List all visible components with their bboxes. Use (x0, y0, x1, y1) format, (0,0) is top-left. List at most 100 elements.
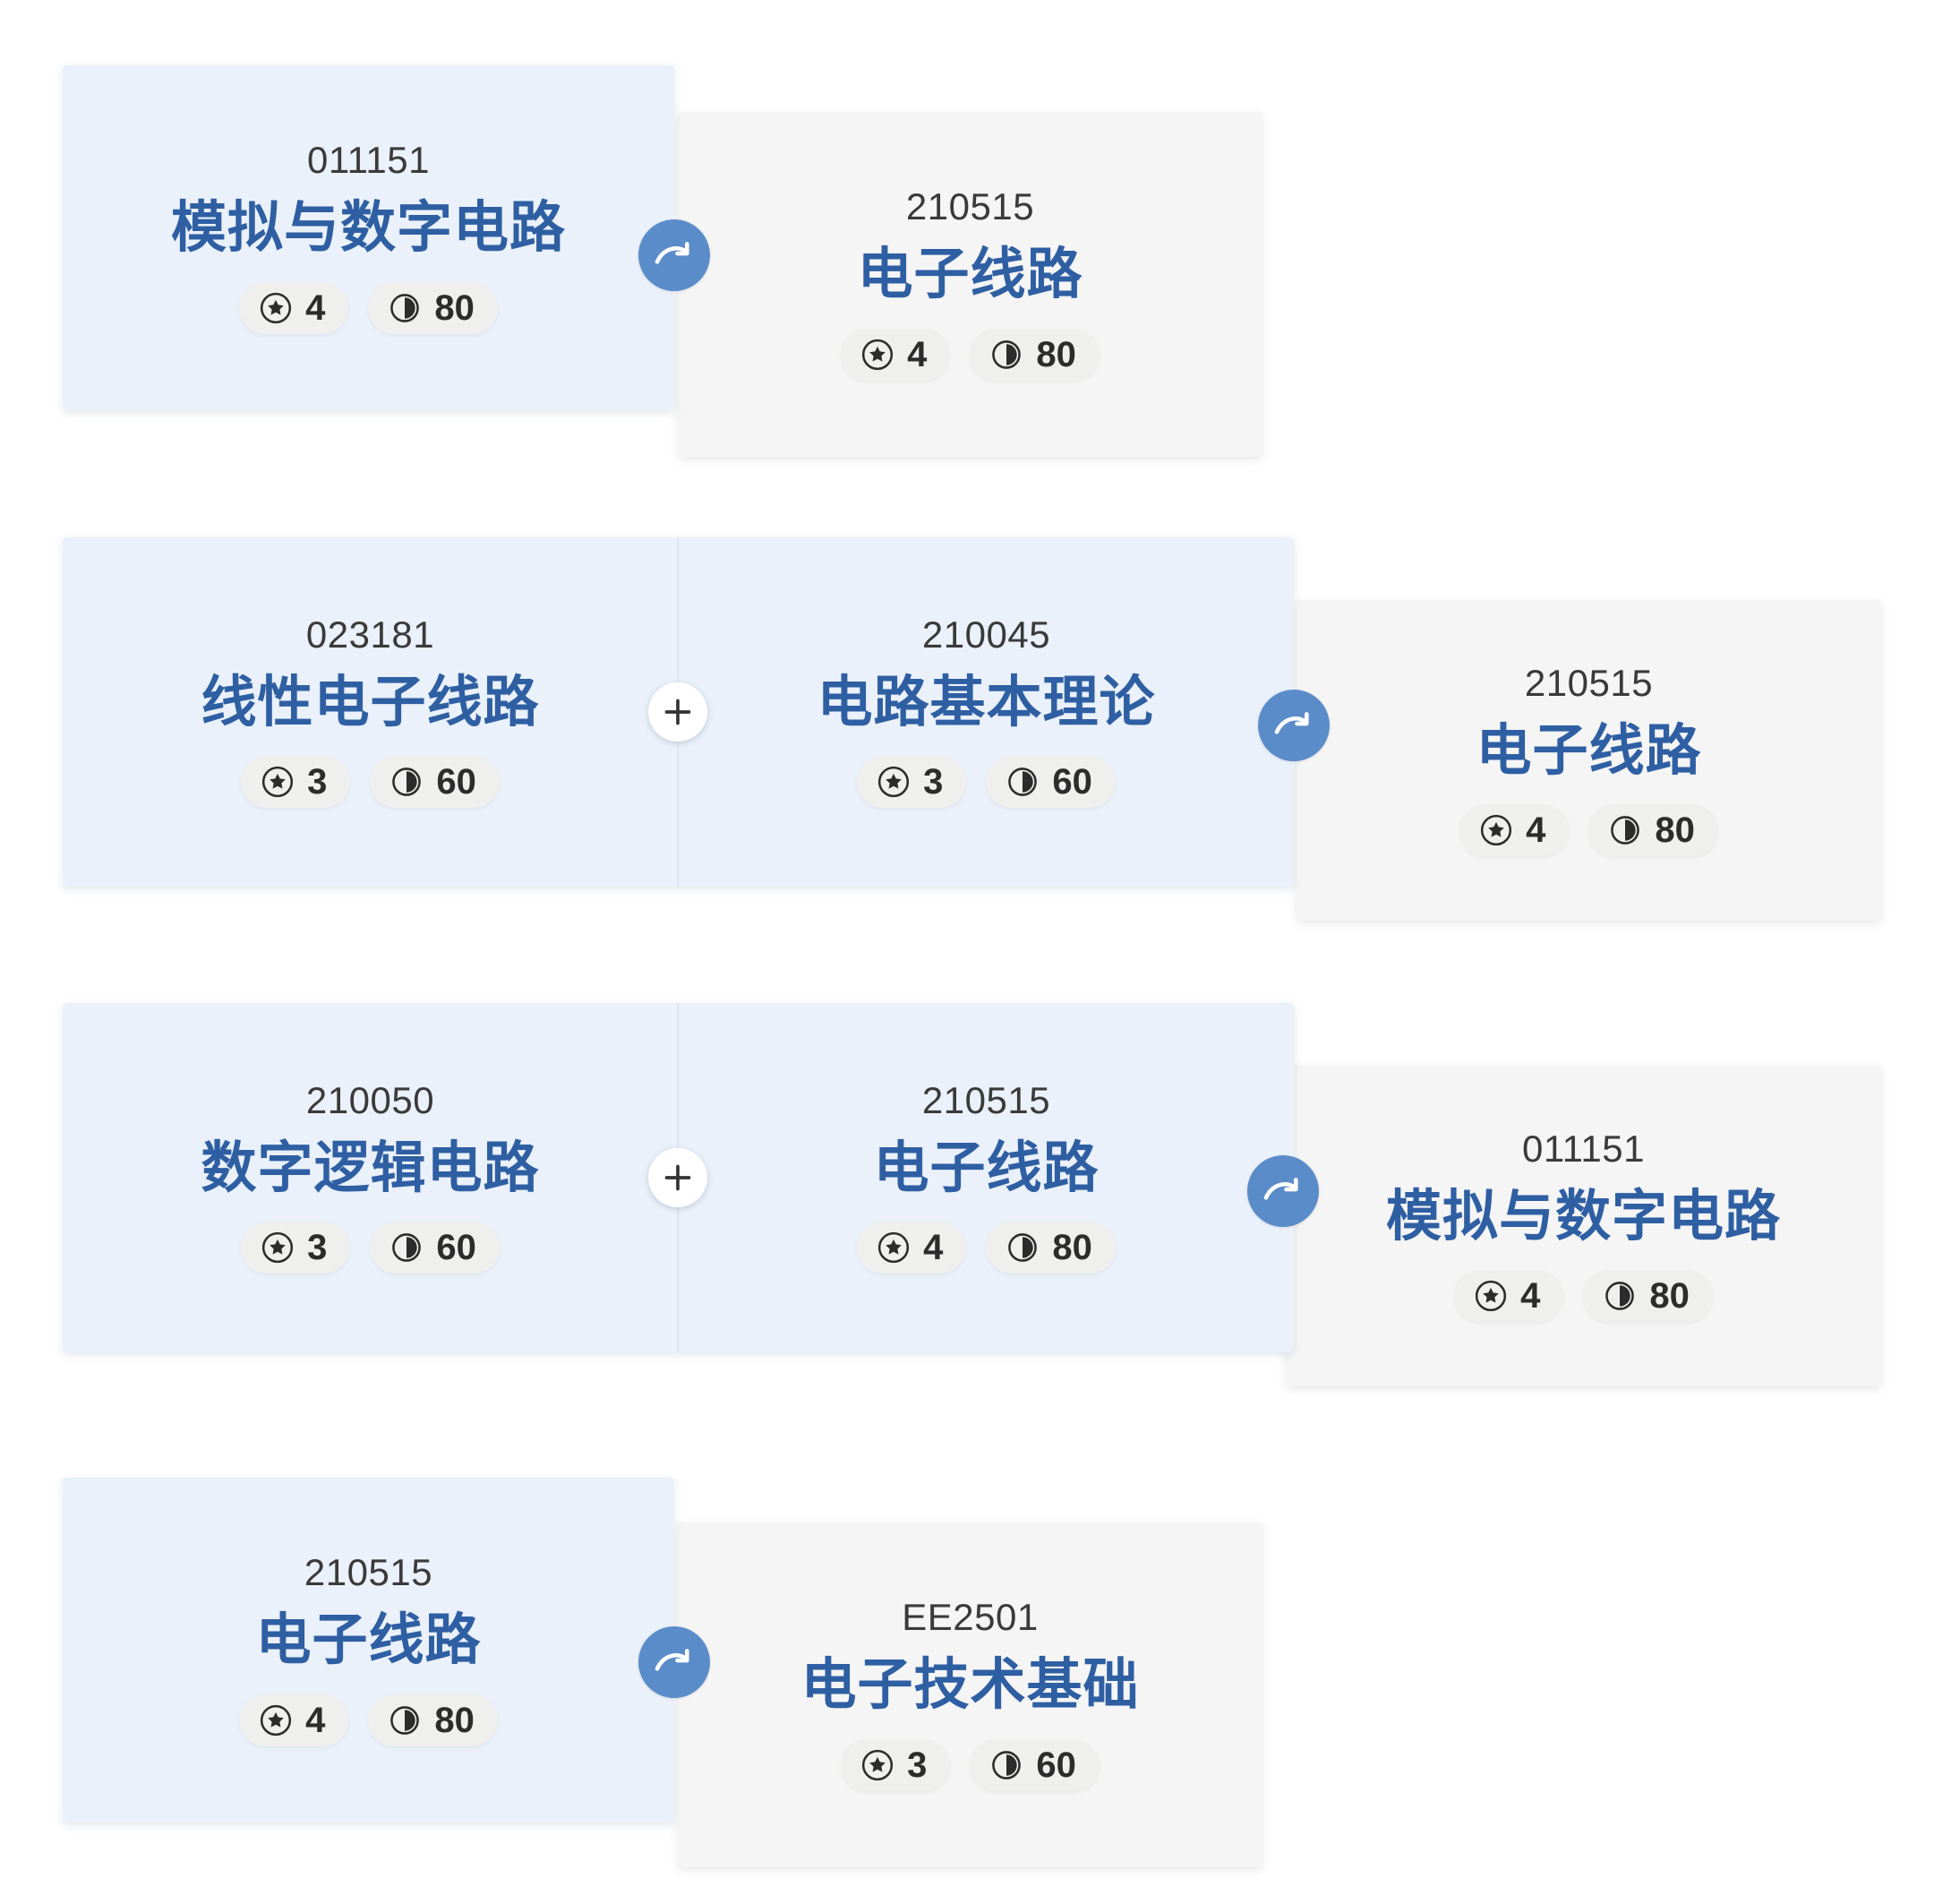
clock-pie-icon (992, 340, 1022, 369)
curved-arrow-right-icon (655, 242, 689, 264)
mapping-row-1: 011151 模拟与数字电路 4 80 (0, 54, 1934, 457)
star-in-circle-icon (862, 339, 894, 371)
course-badges: 4 80 (1459, 804, 1718, 857)
course-code: 210515 (1524, 661, 1654, 704)
hours-badge: 60 (986, 756, 1116, 809)
hours-value: 60 (436, 1228, 476, 1268)
plus-icon (664, 1164, 691, 1191)
hours-badge: 80 (986, 1222, 1116, 1274)
course-title: 电子线路 (1476, 719, 1702, 782)
target-course-card[interactable]: EE2501 电子技术基础 3 60 (678, 1522, 1262, 1867)
hours-badge: 60 (970, 1738, 1100, 1791)
target-course-card[interactable]: 011151 模拟与数字电路 4 80 (1286, 1066, 1881, 1386)
credits-value: 4 (1520, 1276, 1541, 1317)
clock-pie-icon (392, 1233, 422, 1263)
star-in-circle-icon (261, 1704, 292, 1737)
credits-value: 4 (305, 1700, 326, 1740)
hours-value: 60 (1036, 1745, 1076, 1785)
course-badges: 3 60 (241, 1222, 500, 1274)
star-in-circle-icon (262, 767, 294, 798)
course-code: 011151 (1522, 1127, 1645, 1170)
hours-value: 80 (1649, 1276, 1690, 1317)
mapping-row-4: 210515 电子线路 4 80 (0, 1478, 1934, 1867)
hours-badge: 60 (370, 1222, 500, 1274)
curved-arrow-right-icon (1263, 1178, 1298, 1200)
maps-to-arrow-button[interactable] (1247, 1155, 1319, 1227)
star-in-circle-icon (862, 1749, 894, 1781)
hours-badge: 60 (370, 756, 500, 809)
hours-badge: 80 (368, 1694, 498, 1746)
course-title: 电子技术基础 (800, 1654, 1140, 1717)
credits-badge: 4 (1459, 804, 1570, 857)
clock-pie-icon (1008, 1233, 1038, 1263)
plus-icon (664, 699, 691, 725)
clock-pie-icon (992, 1751, 1022, 1780)
course-title: 电子线路 (857, 244, 1083, 306)
clock-pie-icon (390, 1706, 420, 1735)
course-badges: 4 80 (239, 281, 498, 334)
target-course-card[interactable]: 210515 电子线路 4 80 (678, 112, 1262, 457)
credits-badge: 3 (241, 1222, 351, 1274)
hours-badge: 80 (970, 328, 1100, 381)
credits-badge: 4 (1454, 1270, 1564, 1323)
credits-value: 3 (923, 762, 944, 802)
course-title: 模拟与数字电路 (1385, 1185, 1781, 1248)
clock-pie-icon (390, 294, 420, 322)
credits-value: 3 (907, 1745, 928, 1785)
credits-badge: 4 (841, 328, 951, 381)
course-title: 电子线路 (873, 1136, 1100, 1199)
target-course-card[interactable]: 210515 电子线路 4 80 (1296, 600, 1881, 921)
maps-to-arrow-button[interactable] (638, 219, 710, 291)
source-course-card[interactable]: 011151 模拟与数字电路 4 80 (63, 65, 674, 410)
source-course-card[interactable]: 210515 电子线路 4 (679, 1003, 1294, 1352)
combine-plus-button[interactable] (648, 1148, 707, 1207)
maps-to-arrow-button[interactable] (638, 1626, 710, 1698)
maps-to-arrow-button[interactable] (1258, 690, 1330, 761)
curved-arrow-right-icon (1274, 712, 1309, 734)
hours-badge: 80 (1588, 804, 1718, 857)
course-code: 210045 (921, 613, 1051, 656)
credits-badge: 3 (241, 756, 351, 809)
hours-badge: 80 (368, 281, 498, 334)
course-badges: 4 80 (1454, 1270, 1713, 1323)
credits-badge: 4 (239, 281, 349, 334)
credits-value: 4 (907, 334, 928, 374)
star-in-circle-icon (878, 767, 910, 798)
combine-plus-button[interactable] (648, 682, 707, 742)
credits-value: 4 (305, 287, 326, 328)
hours-value: 80 (434, 287, 475, 328)
course-badges: 3 60 (241, 756, 500, 809)
course-title: 数字逻辑电路 (201, 1136, 540, 1199)
credits-badge: 4 (857, 1222, 967, 1274)
hours-value: 80 (1655, 810, 1695, 851)
source-course-card[interactable]: 210045 电路基本理论 3 (679, 537, 1294, 887)
mapping-row-3: 210050 数字逻辑电路 3 (0, 1003, 1934, 1388)
course-badges: 4 80 (239, 1694, 498, 1746)
course-code: 011151 (307, 139, 430, 182)
hours-value: 80 (1052, 1228, 1092, 1268)
course-title: 模拟与数字电路 (170, 197, 566, 260)
clock-pie-icon (1605, 1282, 1635, 1311)
course-title: 电子线路 (255, 1609, 482, 1672)
course-badges: 4 80 (841, 328, 1100, 381)
course-code: 210050 (305, 1078, 435, 1121)
credits-badge: 4 (239, 1694, 349, 1746)
source-course-card[interactable]: 023181 线性电子线路 3 (63, 537, 678, 887)
hours-value: 80 (1036, 334, 1076, 374)
curved-arrow-right-icon (655, 1649, 689, 1671)
course-code: 210515 (905, 185, 1035, 228)
source-course-card[interactable]: 210515 电子线路 4 80 (63, 1478, 674, 1823)
source-course-group: 023181 线性电子线路 3 (63, 537, 1294, 887)
hours-badge: 80 (1583, 1270, 1713, 1323)
credits-value: 4 (923, 1228, 944, 1268)
star-in-circle-icon (1481, 815, 1512, 846)
clock-pie-icon (392, 768, 422, 797)
star-in-circle-icon (261, 292, 292, 324)
star-in-circle-icon (262, 1232, 294, 1264)
hours-value: 60 (436, 762, 476, 802)
source-course-card[interactable]: 210050 数字逻辑电路 3 (63, 1003, 678, 1352)
hours-value: 80 (434, 1700, 475, 1740)
credits-badge: 3 (841, 1738, 951, 1791)
course-badges: 4 80 (857, 1222, 1116, 1274)
